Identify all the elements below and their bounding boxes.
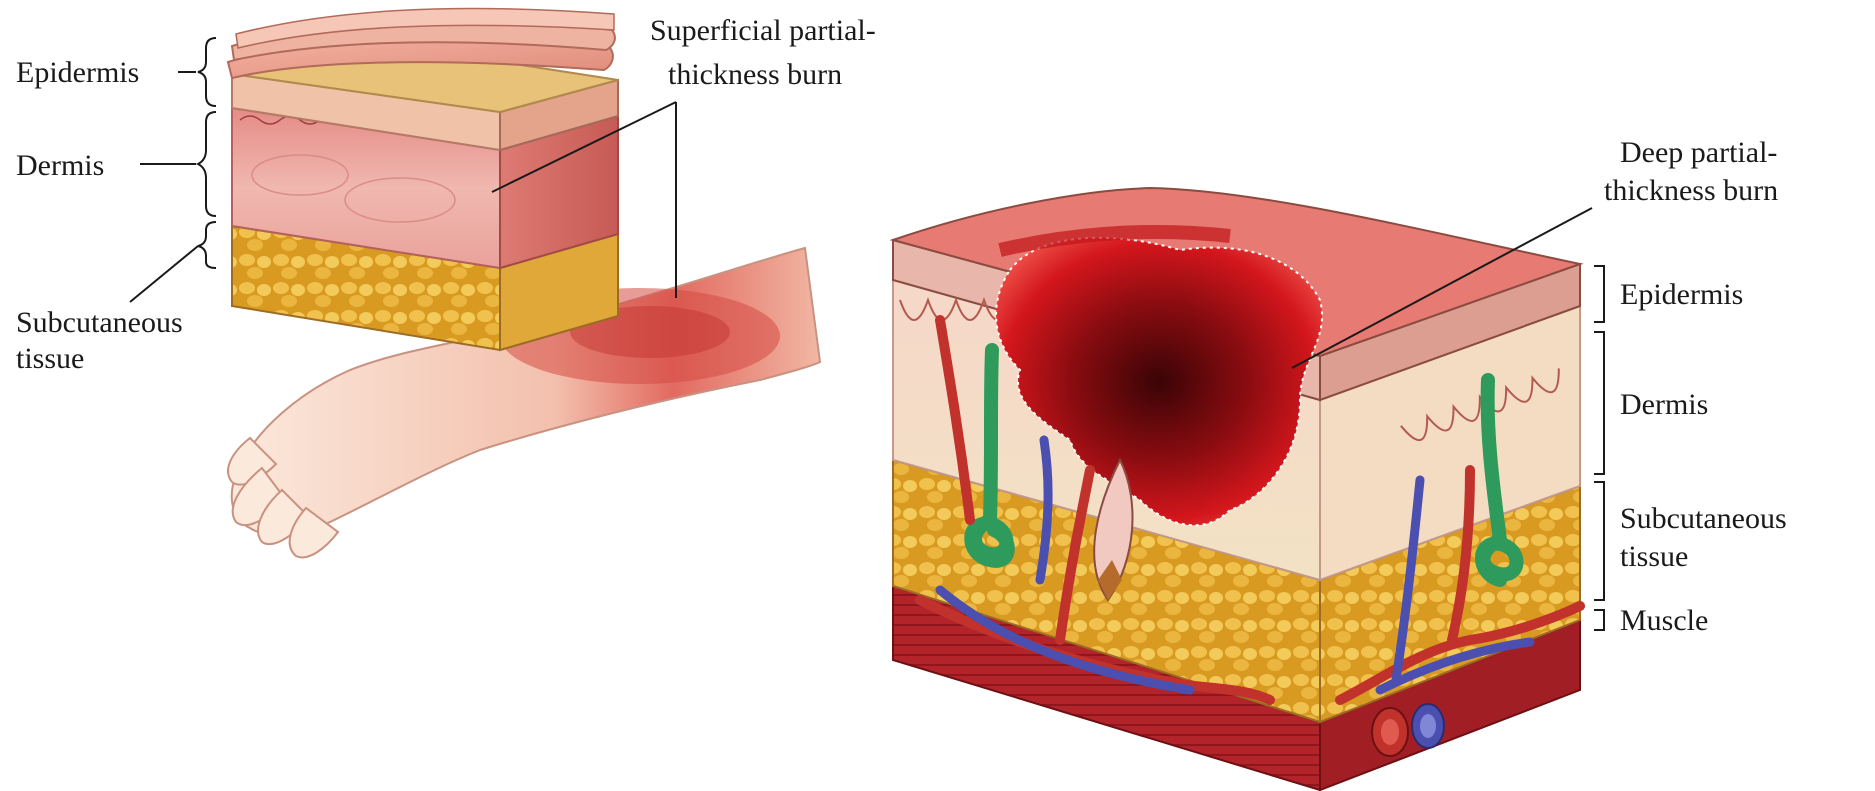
right-label-burn-line2: thickness burn	[1604, 174, 1778, 207]
bracket-muscle-right	[1594, 610, 1604, 630]
left-label-epidermis: Epidermis	[16, 56, 139, 89]
left-skin-block	[228, 8, 618, 350]
right-label-epidermis: Epidermis	[1620, 278, 1743, 311]
left-figure: Epidermis Dermis Subcutaneous tissue Sup…	[16, 8, 876, 557]
bracket-epidermis-right	[1594, 266, 1604, 322]
bracket-dermis-right	[1594, 332, 1604, 474]
left-label-subcutaneous-line1: Subcutaneous	[16, 306, 183, 339]
bracket-subcutaneous-right	[1594, 482, 1604, 600]
right-label-dermis: Dermis	[1620, 388, 1708, 421]
right-brackets	[1594, 266, 1604, 630]
right-label-burn-line1: Deep partial-	[1620, 136, 1777, 169]
right-figure: Deep partial- thickness burn Epidermis D…	[893, 136, 1787, 790]
bracket-subcutaneous	[198, 222, 216, 268]
left-label-burn-line2: thickness burn	[668, 58, 842, 91]
right-label-subcutaneous-line1: Subcutaneous	[1620, 502, 1787, 535]
left-label-dermis: Dermis	[16, 149, 104, 182]
bracket-dermis	[198, 112, 216, 216]
right-label-subcutaneous-line2: tissue	[1620, 540, 1688, 573]
left-label-subcutaneous-line2: tissue	[16, 342, 84, 375]
left-label-burn-line1: Superficial partial-	[650, 14, 876, 47]
right-label-muscle: Muscle	[1620, 604, 1708, 637]
left-brackets	[198, 38, 216, 268]
bracket-epidermis	[198, 38, 216, 106]
